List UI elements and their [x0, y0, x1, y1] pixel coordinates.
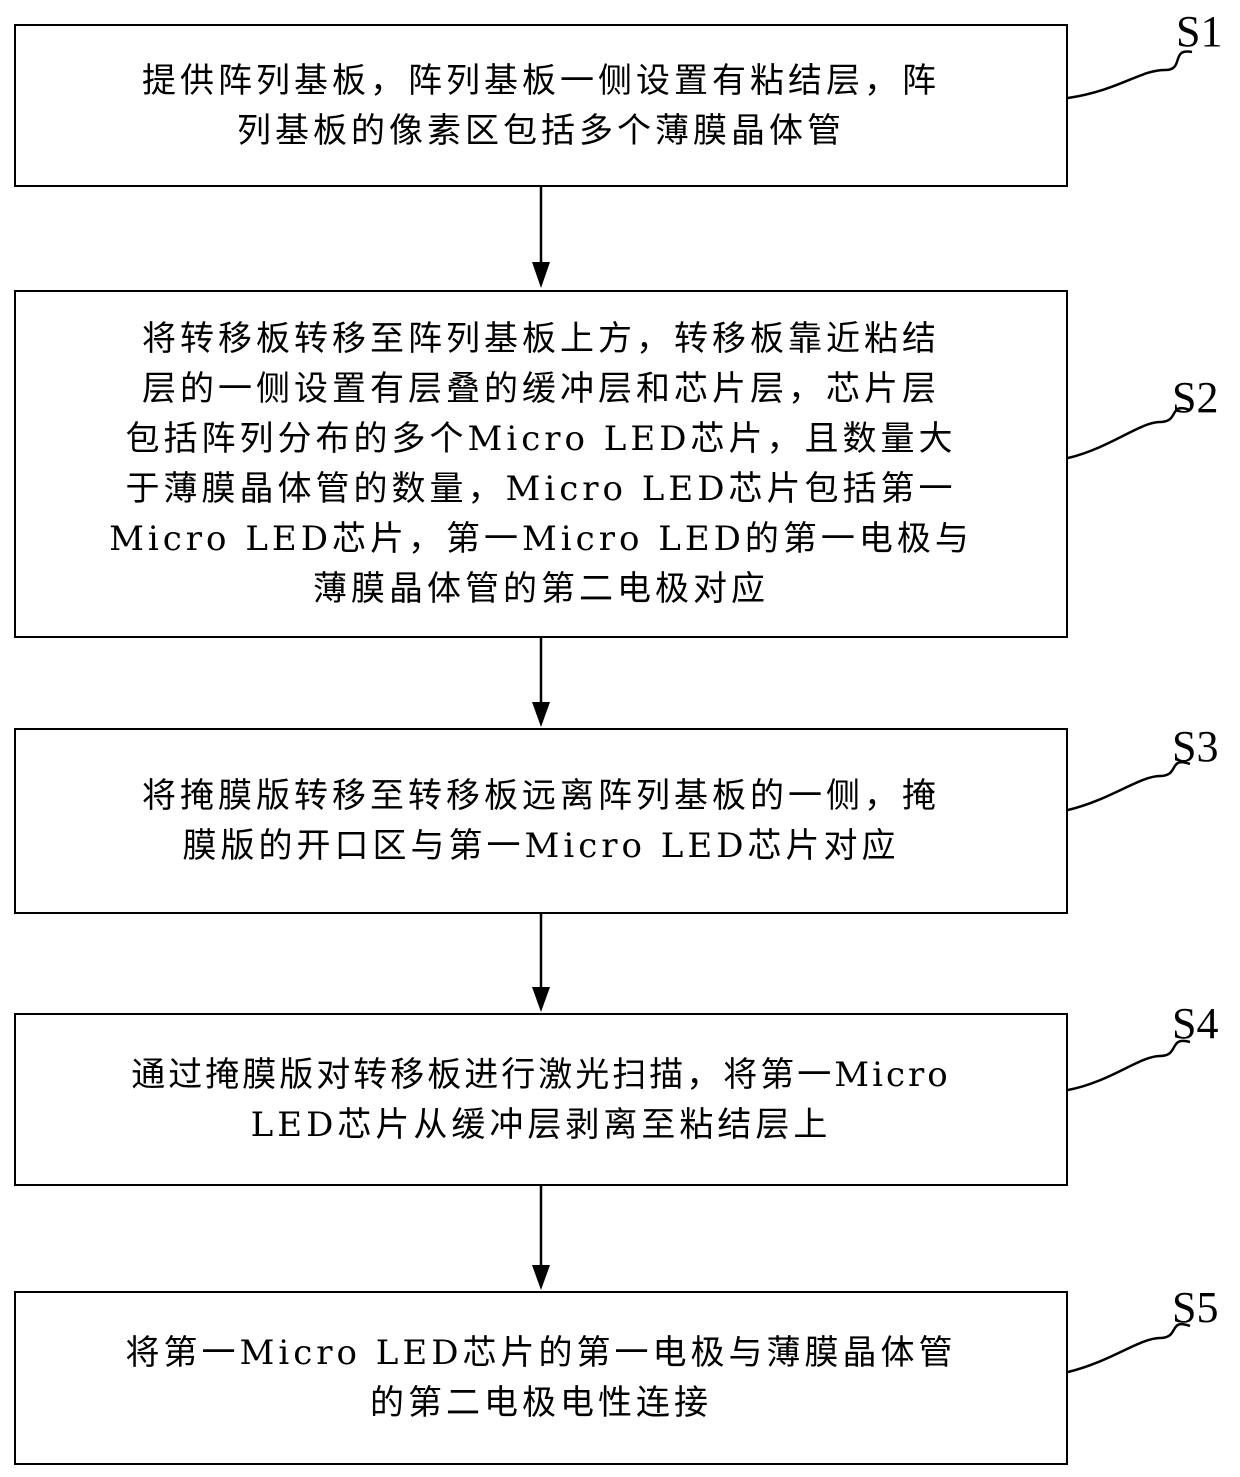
step-box-s2: 将转移板转移至阵列基板上方，转移板靠近粘结 层的一侧设置有层叠的缓冲层和芯片层，… [14, 290, 1068, 638]
step-s2-line-4: 于薄膜晶体管的数量，Micro LED芯片包括第一 [126, 464, 957, 514]
step-box-s1: 提供阵列基板，阵列基板一侧设置有粘结层，阵 列基板的像素区包括多个薄膜晶体管 [14, 24, 1068, 187]
step-box-s3: 将掩膜版转移至转移板远离阵列基板的一侧，掩 膜版的开口区与第一Micro LED… [14, 728, 1068, 914]
step-s1-line-2: 列基板的像素区包括多个薄膜晶体管 [237, 106, 845, 156]
step-box-s4: 通过掩膜版对转移板进行激光扫描，将第一Micro LED芯片从缓冲层剥离至粘结层… [14, 1013, 1068, 1186]
step-s5-line-2: 的第二电极电性连接 [370, 1378, 712, 1428]
step-s2-line-1: 将转移板转移至阵列基板上方，转移板靠近粘结 [142, 314, 940, 364]
step-label-s2: S2 [1172, 376, 1218, 420]
arrowhead-s4-to-s5 [532, 1265, 550, 1290]
step-label-s3: S3 [1172, 725, 1218, 769]
step-s4-line-2: LED芯片从缓冲层剥离至粘结层上 [251, 1100, 832, 1150]
step-box-s5: 将第一Micro LED芯片的第一电极与薄膜晶体管 的第二电极电性连接 [14, 1291, 1068, 1465]
step-label-s4: S4 [1172, 1002, 1218, 1046]
step-label-s1: S1 [1176, 10, 1222, 54]
step-s3-line-2: 膜版的开口区与第一Micro LED芯片对应 [183, 821, 900, 871]
leader-curve-s4 [1068, 1041, 1190, 1090]
leader-curve-s1 [1068, 52, 1192, 98]
step-s2-line-3: 包括阵列分布的多个Micro LED芯片，且数量大 [126, 414, 957, 464]
arrowhead-s2-to-s3 [532, 702, 550, 727]
step-s2-line-6: 薄膜晶体管的第二电极对应 [313, 564, 769, 614]
step-s4-line-1: 通过掩膜版对转移板进行激光扫描，将第一Micro [131, 1050, 950, 1100]
step-s5-line-1: 将第一Micro LED芯片的第一电极与薄膜晶体管 [126, 1328, 957, 1378]
step-s2-line-2: 层的一侧设置有层叠的缓冲层和芯片层，芯片层 [142, 364, 940, 414]
step-label-s5: S5 [1172, 1286, 1218, 1330]
arrowhead-s3-to-s4 [532, 987, 550, 1012]
step-s1-line-1: 提供阵列基板，阵列基板一侧设置有粘结层，阵 [142, 56, 940, 106]
arrowhead-s1-to-s2 [532, 262, 550, 288]
step-s2-line-5: Micro LED芯片，第一Micro LED的第一电极与 [109, 514, 973, 564]
step-s3-line-1: 将掩膜版转移至转移板远离阵列基板的一侧，掩 [142, 771, 940, 821]
